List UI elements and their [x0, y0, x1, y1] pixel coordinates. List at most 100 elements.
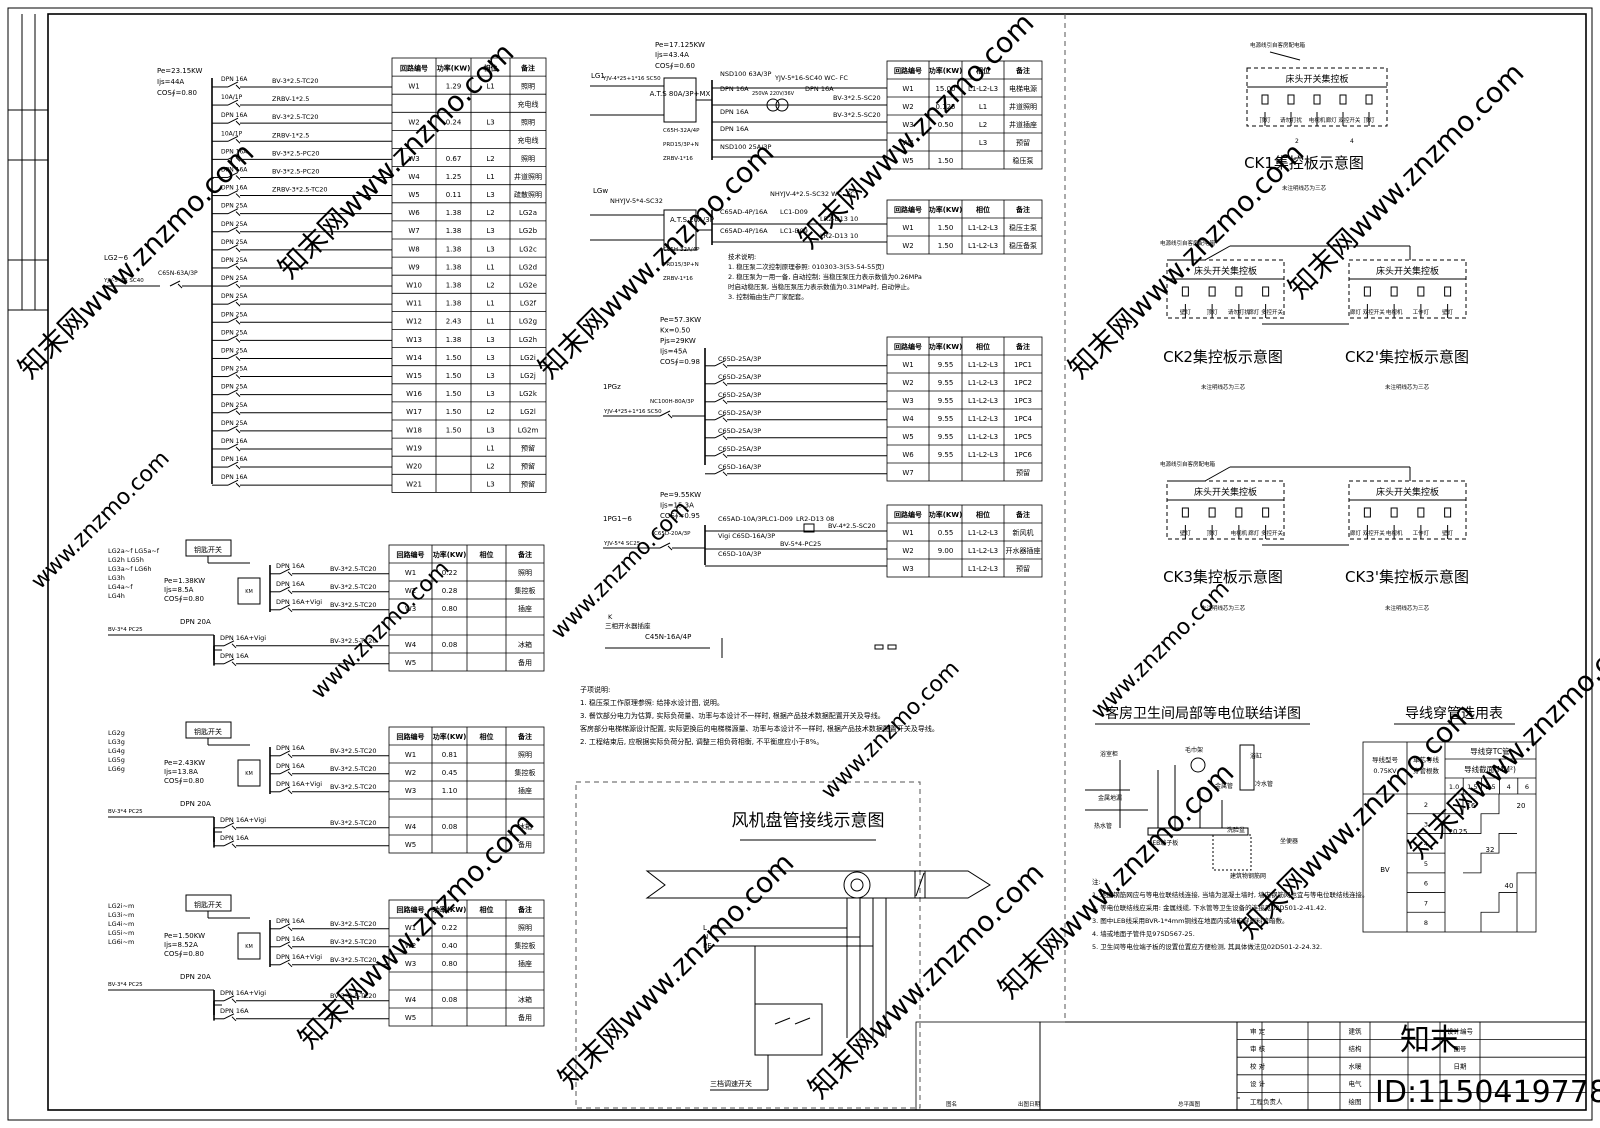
- table-cell: 1.38: [446, 336, 462, 344]
- table-cell: W12: [406, 318, 422, 326]
- table-header-cell: 功率(KW): [929, 342, 963, 351]
- load-pe: Pe=1.50KW: [164, 932, 205, 940]
- breaker-cross: [235, 211, 241, 217]
- breaker-cross: [235, 138, 241, 144]
- table-cell: W3: [405, 960, 416, 968]
- table-cell: L1-L2-L3: [968, 85, 998, 93]
- branch-breaker: [227, 99, 239, 106]
- watermark-id: ID:1150419778: [1375, 1075, 1600, 1110]
- branch-breaker: [714, 450, 726, 457]
- speed-switch-box: [754, 1003, 823, 1056]
- ck3-note-b: 未注明线芯为三芯: [1385, 604, 1430, 612]
- branch-switch-label: DPN 16A: [221, 166, 248, 173]
- breaker-cross: [287, 789, 293, 795]
- title-block-discipline: 绘图: [1349, 1097, 1362, 1106]
- panel-ref-label: LG4h: [108, 592, 125, 600]
- branch-breaker: [223, 840, 235, 847]
- branch-breaker: [279, 568, 291, 575]
- table-cell: 预留: [521, 443, 535, 452]
- table-header-cell: 回路编号: [894, 342, 922, 351]
- breaker-contact: [659, 542, 671, 549]
- switch-key: [1365, 94, 1373, 105]
- table-cell: 0.55: [938, 529, 954, 537]
- table-header-cell: 相位: [484, 63, 498, 72]
- conduit-size-label: 2.5: [1485, 783, 1495, 791]
- branch-cable-label: ZRBV-3*2.5-TC20: [272, 186, 328, 194]
- table-cell: W3: [902, 121, 913, 129]
- ats-box: [663, 77, 697, 123]
- branch-breaker: [227, 334, 239, 341]
- breaker-cross: [722, 417, 728, 423]
- wire: [1204, 466, 1231, 482]
- branch-switch-label: 10A/1P: [221, 130, 243, 137]
- branch-switch-label: DPN 16A+Vigi: [276, 598, 322, 606]
- conduit-count-label: 4: [1424, 840, 1428, 848]
- branch-switch-label: C65D-25A/3P: [718, 391, 761, 399]
- breaker-cross: [287, 926, 293, 932]
- table-cell: 预留: [1016, 564, 1030, 573]
- device-label: BV-5*4-PC25: [780, 540, 821, 548]
- title-block-role: 设 计: [1250, 1079, 1266, 1088]
- device-label: Vigi C65D-16A/3P: [718, 532, 775, 540]
- table-header-cell: 功率(KW): [929, 205, 963, 214]
- conduit-title: 导线穿管选用表: [1405, 706, 1503, 722]
- breaker-cross: [235, 446, 241, 452]
- branch-breaker: [227, 262, 239, 269]
- watermark-text: 知末网www.znzmo.com: [552, 846, 801, 1095]
- conduit-head2: 导线截面(MM²): [1464, 764, 1516, 774]
- branch-breaker: [714, 378, 726, 385]
- main-breaker-label: DPN 20A: [180, 973, 211, 981]
- table-cell: LG2j: [520, 372, 536, 380]
- branch-cable-label: BV-3*2.5-TC20: [272, 113, 319, 121]
- sub-note: 子项说明:: [580, 685, 610, 694]
- load-param: Pjs=29KW: [660, 337, 696, 345]
- ck1-board: 床头开关集控板顶灯请勿打扰电视机廊灯 双控开关顶灯: [1246, 67, 1388, 127]
- breaker-cross: [235, 247, 241, 253]
- sheet-outer-border: [7, 7, 1593, 1121]
- switch-key: [1390, 507, 1398, 518]
- breaker-cross: [231, 1016, 237, 1022]
- device-label: C65AD-4P/16A: [720, 208, 768, 216]
- room-panel: LG2gLG3gLG4gLG5gLG6gPe=2.43KWIjs=13.8ACO…: [108, 721, 545, 854]
- branch-breaker: [227, 353, 239, 359]
- table-cell: L1: [486, 444, 494, 452]
- table-cell: 预留: [521, 462, 535, 471]
- control-board-frame: [1348, 259, 1467, 319]
- rebar-mesh: [1212, 834, 1252, 871]
- table-cell: LG2l: [520, 408, 536, 416]
- table-cell: W4: [902, 415, 914, 423]
- cable-label: BV-3*2.5-SC20: [833, 94, 881, 102]
- table-cell: 1.50: [446, 426, 462, 434]
- breaker-cross: [667, 413, 673, 419]
- table-header-cell: 回路编号: [894, 205, 922, 214]
- table-cell: W21: [406, 481, 422, 489]
- table-cell: W5: [408, 191, 419, 199]
- breaker-cross: [667, 545, 673, 551]
- device-label: DPN 16A: [720, 108, 749, 116]
- table-cell: 井道照明: [1009, 102, 1037, 111]
- table-header-cell: 功率(KW): [437, 63, 471, 72]
- title-block: 图名出图日期总平面图审 定审 核校 对设 计工程负责人建筑结构水暖电气绘图设计编…: [915, 1021, 1587, 1111]
- table-cell: 集控板: [515, 768, 536, 777]
- switch-key: [1444, 507, 1452, 518]
- table-cell: 电梯电源: [1009, 84, 1037, 93]
- technical-note: 2. 稳压泵为一用一备, 自动控制; 当稳压泵压力表示数值为0.26MPa: [728, 272, 922, 281]
- switch-key: [1208, 507, 1216, 518]
- table-cell: L3: [486, 426, 494, 434]
- branch-cable-label: BV-3*2.5-TC20: [272, 77, 319, 85]
- bonding-note: 3. 图中LEB线采用BVR-1*4mm铜线在地面内或墙内穿塑料管暗敷。: [1092, 916, 1288, 925]
- panel-ref-label: LG3g: [108, 738, 125, 746]
- title-block-extra: 出图日期: [1018, 1100, 1041, 1108]
- table-cell: L1-L2-L3: [968, 224, 998, 232]
- table-cell: 照明: [521, 119, 535, 127]
- branch-switch-label: C65D-25A/3P: [718, 409, 761, 417]
- branch-breaker: [227, 226, 239, 233]
- table-cell: W16: [406, 390, 422, 398]
- conduit-table: 导线穿管选用表导线型号0.75KV单芯导线穿管根数导线穿TC管导线截面(MM²)…: [1362, 706, 1537, 933]
- table-cell: W19: [406, 444, 422, 452]
- table-cell: 1.38: [446, 245, 462, 253]
- branch-cable-label: BV-3*2.5-TC20: [330, 601, 377, 609]
- table-cell: 集控板: [515, 586, 536, 595]
- key-switch-label: 钥匙开关: [194, 900, 222, 909]
